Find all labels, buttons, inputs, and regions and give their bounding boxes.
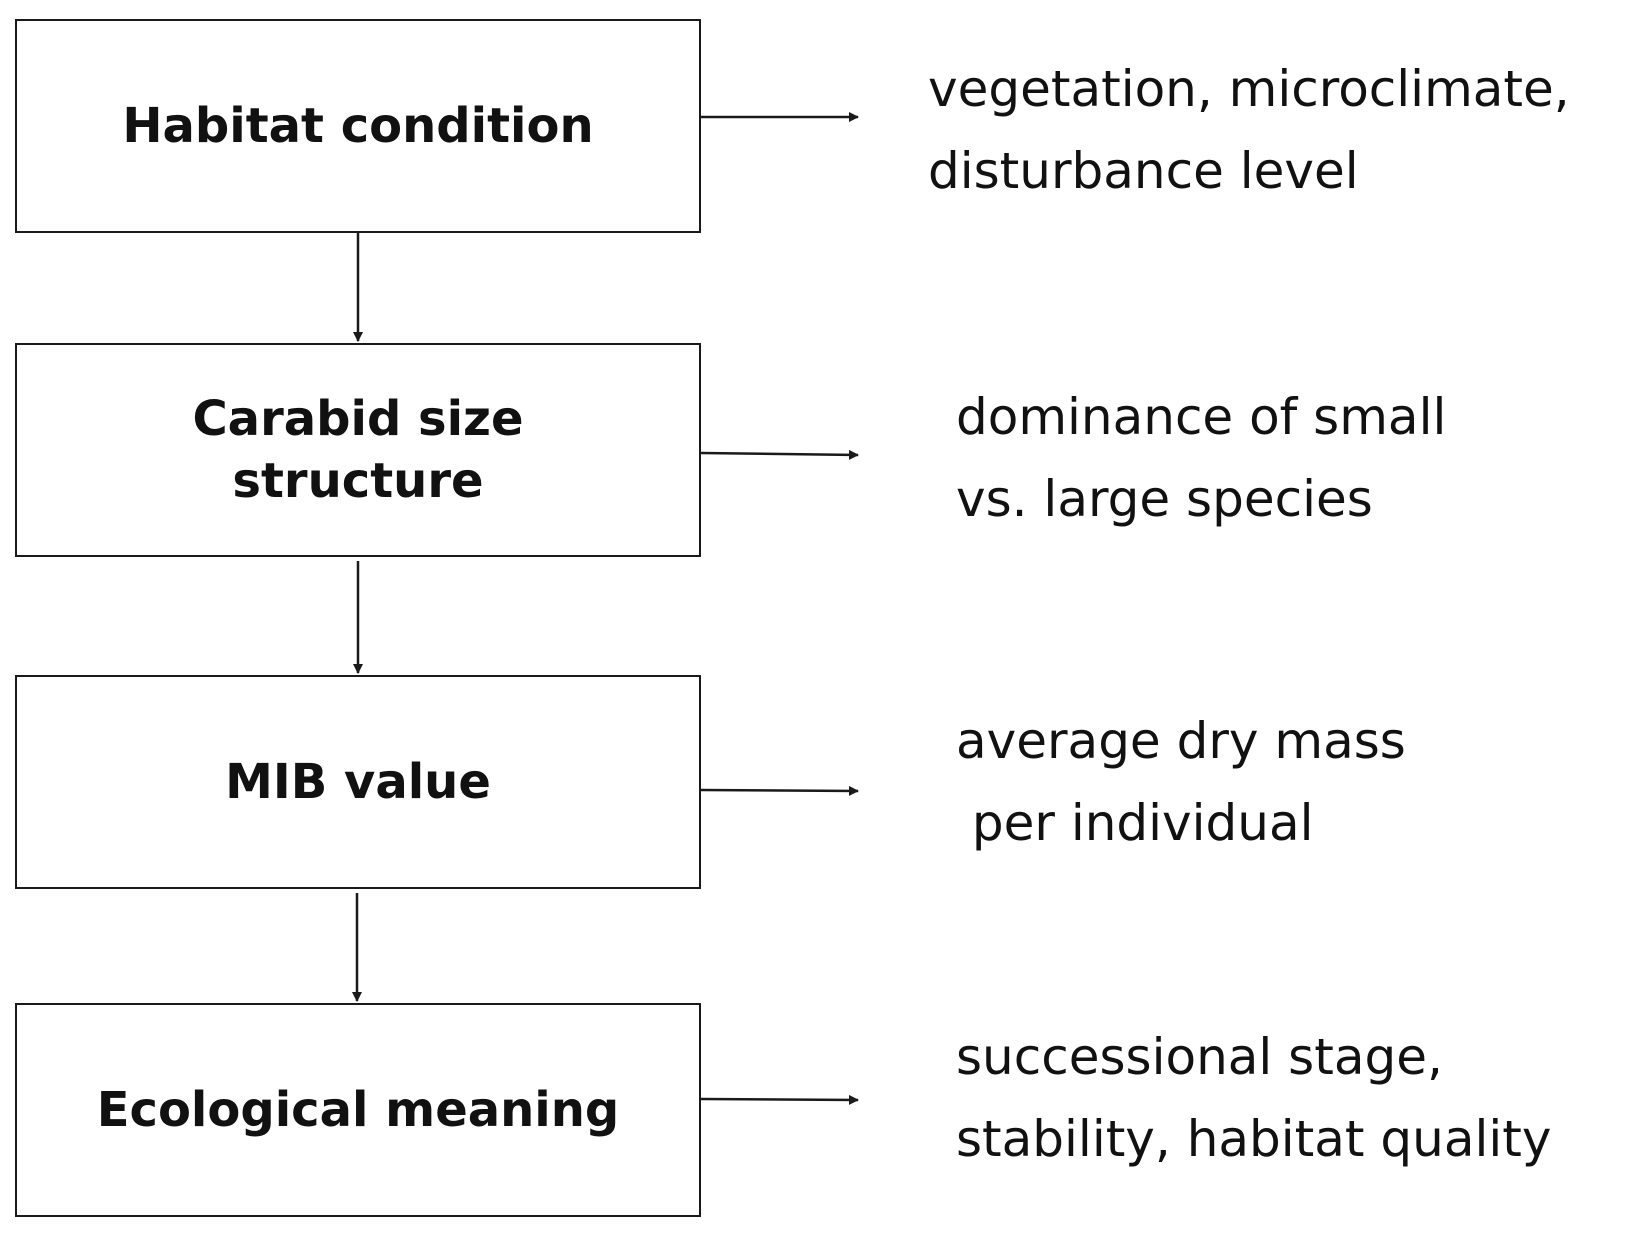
habitat-condition-box: Habitat condition — [15, 19, 701, 233]
carabid-size-structure-label: Carabid size structure — [192, 391, 524, 509]
arrow-mib-to-description — [700, 785, 859, 796]
ecological-meaning-label: Ecological meaning — [96, 1082, 620, 1138]
carabid-size-structure-box: Carabid size structure — [15, 343, 701, 557]
habitat-condition-description: vegetation, microclimate, disturbance le… — [928, 60, 1570, 200]
habitat-condition-label: Habitat condition — [122, 98, 594, 154]
ecological-meaning-box: Ecological meaning — [15, 1003, 701, 1217]
mib-value-box: MIB value — [15, 675, 701, 889]
arrow-carabid-to-description — [700, 449, 859, 460]
mib-value-description: average dry mass per individual — [956, 712, 1406, 852]
carabid-size-structure-description: dominance of small vs. large species — [956, 388, 1447, 528]
mib-value-label: MIB value — [225, 754, 491, 810]
arrow-ecological-to-description — [700, 1094, 859, 1105]
ecological-meaning-description: successional stage, stability, habitat q… — [956, 1028, 1552, 1168]
